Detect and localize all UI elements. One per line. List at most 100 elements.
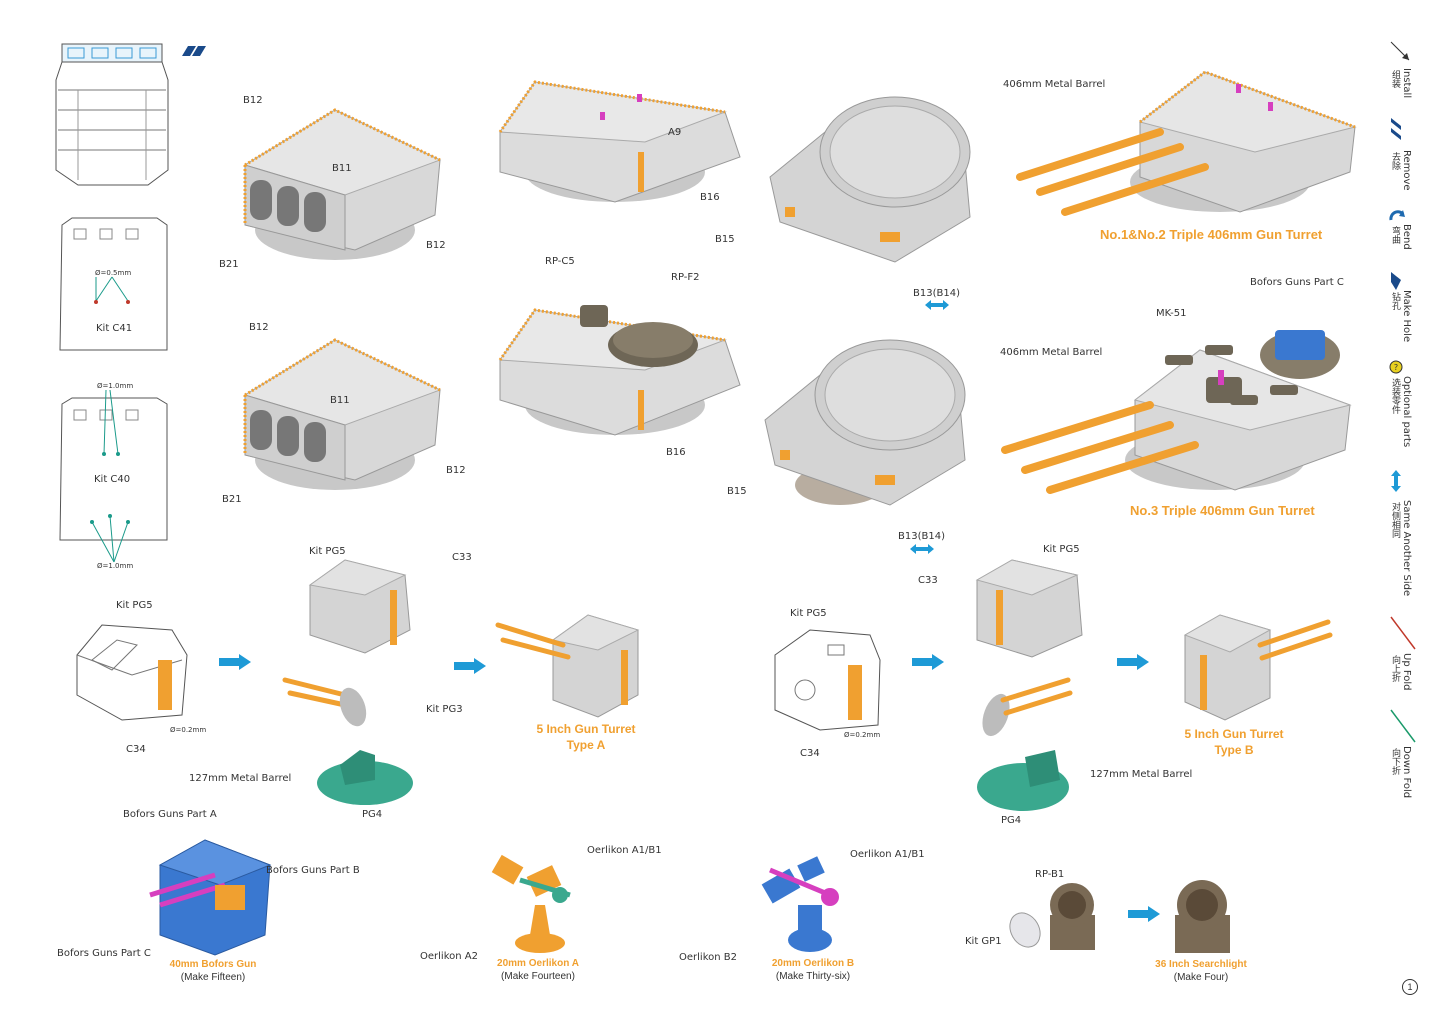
same-side-icon — [910, 544, 934, 554]
turret-12-base — [769, 96, 971, 263]
turret-a-pg4-label: PG4 — [362, 809, 383, 820]
t12-b13-label: B13(B14) — [913, 288, 960, 299]
oerlikon-a-title: 20mm Oerlikon A — [497, 958, 579, 969]
t12-title: No.1&No.2 Triple 406mm Gun Turret — [1100, 227, 1323, 242]
kit-c40-label: Kit C40 — [94, 474, 131, 485]
legend-install-cn: 组装 — [1390, 70, 1400, 88]
legend-up-fold-cn: 向上折 — [1390, 655, 1400, 682]
turret-3-assembled — [1001, 330, 1352, 494]
turret-a-arrow-2 — [454, 658, 486, 674]
t12-b21-label: B21 — [219, 259, 239, 270]
oerlikon-a-image — [491, 854, 571, 953]
turret-b-hole-label: Ø=0.2mm — [844, 731, 881, 739]
turret-b-title-1: 5 Inch Gun Turret — [1184, 727, 1284, 741]
turret-3-base — [764, 339, 966, 506]
t3-bofors-c-label: Bofors Guns Part C — [1250, 277, 1344, 288]
legend-optional-en: Optional parts — [1401, 376, 1412, 448]
oerlikon-a-a2-label: Oerlikon A2 — [420, 951, 478, 962]
t3-rpf2-label: RP-F2 — [671, 272, 700, 283]
turret-a-c34-label: C34 — [126, 744, 146, 755]
turret-a-pg3-label: Kit PG3 — [426, 704, 463, 715]
kit-top-sheet — [55, 43, 169, 186]
svg-text:?: ? — [1394, 363, 1398, 372]
t3-b21-label: B21 — [222, 494, 242, 505]
turret-b-barrel-label: 127mm Metal Barrel — [1090, 769, 1193, 780]
t3-b16-label: B16 — [666, 447, 686, 458]
drill-icon — [1391, 272, 1401, 290]
turret-b-pg5-left-label: Kit PG5 — [790, 608, 827, 619]
t12-barrel-label: 406mm Metal Barrel — [1003, 79, 1106, 90]
bend-icon — [1389, 210, 1405, 221]
bofors-gun-image — [149, 839, 272, 956]
searchlight-gp1-label: Kit GP1 — [965, 936, 1002, 947]
oerlikon-b-a1b1-label: Oerlikon A1/B1 — [850, 849, 925, 860]
remove-mark-icon — [182, 46, 206, 56]
searchlight-finished-image — [1175, 880, 1230, 953]
kit-c41-hole-label: Ø=0.5mm — [95, 269, 132, 277]
turret-a-pg5-mid-label: Kit PG5 — [309, 546, 346, 557]
t3-barrel-label: 406mm Metal Barrel — [1000, 347, 1103, 358]
turret-a-pg5-left-label: Kit PG5 — [116, 600, 153, 611]
turret-a-title-1: 5 Inch Gun Turret — [536, 722, 636, 736]
page-number: 1 — [1402, 979, 1418, 995]
oerlikon-b-image — [761, 856, 839, 952]
searchlight-title: 36 Inch Searchlight — [1155, 959, 1247, 970]
searchlight-rpb1-label: RP-B1 — [1035, 869, 1065, 880]
searchlight-qty: (Make Four) — [1173, 972, 1229, 983]
t12-b11-label: B11 — [332, 163, 352, 174]
turret-3-housing-back — [498, 305, 741, 436]
turret-b-pg4-label: PG4 — [1001, 815, 1022, 826]
turret-b-arrow-2 — [1117, 654, 1149, 670]
legend-down-fold-cn: 向下折 — [1390, 748, 1400, 775]
oerlikon-a-a1b1-label: Oerlikon A1/B1 — [587, 845, 662, 856]
turret-b-arrow-1 — [912, 654, 944, 670]
turret-b-pg5-sheet — [774, 629, 881, 731]
turret-b-c34-label: C34 — [800, 748, 820, 759]
t12-b12-right-label: B12 — [426, 240, 446, 251]
down-fold-line-icon — [1390, 709, 1416, 743]
legend-remove-cn: 去除 — [1390, 152, 1400, 170]
turret-a-pg4-base — [317, 750, 413, 805]
t12-b12-top-label: B12 — [243, 95, 263, 106]
searchlight-assembly-image — [1009, 883, 1095, 950]
legend-bend-cn: 弯曲 — [1390, 226, 1400, 244]
install-arrow-icon — [1390, 41, 1410, 61]
turret-a-title-2: Type A — [566, 738, 606, 752]
bofors-title: 40mm Bofors Gun — [169, 959, 257, 970]
kit-c40-hole-top: Ø=1.0mm — [97, 382, 134, 390]
t12-a9-label: A9 — [668, 127, 682, 138]
legend-same-side-en: Same Another Side — [1401, 500, 1412, 597]
turret-a-pg5-part — [308, 559, 411, 654]
t3-rpc5-label: RP-C5 — [545, 256, 575, 267]
oerlikon-b-b2-label: Oerlikon B2 — [679, 952, 737, 963]
bofors-part-c-label: Bofors Guns Part C — [57, 948, 151, 959]
bofors-qty: (Make Fifteen) — [180, 972, 246, 983]
legend-up-fold-en: Up Fold — [1401, 653, 1412, 691]
kit-c41-sheet — [59, 217, 168, 351]
legend-make-hole-cn: 钻孔 — [1390, 292, 1400, 310]
turret-12-housing-back — [498, 80, 741, 203]
turret-a-barrel-label: 127mm Metal Barrel — [189, 773, 292, 784]
legend-install-en: Install — [1401, 68, 1412, 99]
t3-b12-top-label: B12 — [249, 322, 269, 333]
legend-same-side-cn: 对侧相同 — [1390, 502, 1400, 538]
turret-b-title-2: Type B — [1214, 743, 1254, 757]
turret-a-c33-label: C33 — [452, 552, 472, 563]
t12-b16-label: B16 — [700, 192, 720, 203]
legend-remove-en: Remove — [1401, 150, 1412, 191]
optional-icon: ? — [1389, 360, 1403, 374]
kit-c41-label: Kit C41 — [96, 323, 133, 334]
turret-12-housing-front — [243, 108, 442, 260]
t3-b12-right-label: B12 — [446, 465, 466, 476]
turret-b-c33-label: C33 — [918, 575, 938, 586]
t3-title: No.3 Triple 406mm Gun Turret — [1130, 503, 1315, 518]
turret-b-assembled — [1183, 614, 1333, 721]
legend-optional-cn: 选装零件 — [1390, 378, 1400, 414]
oerlikon-a-qty: (Make Fourteen) — [501, 971, 575, 982]
legend-bend-en: Bend — [1401, 224, 1412, 250]
oerlikon-b-qty: (Make Thirty-six) — [775, 971, 851, 982]
legend-make-hole-en: Make Hole — [1401, 290, 1412, 343]
turret-a-arrow-1 — [219, 654, 251, 670]
turret-3-housing-front — [243, 338, 442, 490]
remove-icon — [1391, 118, 1401, 140]
